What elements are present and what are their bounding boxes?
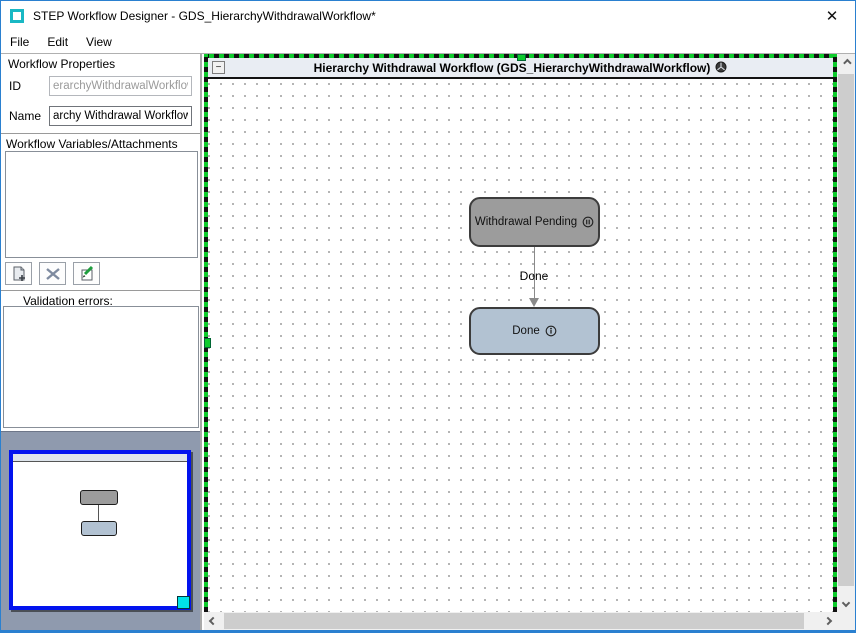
selection-border-right [833, 54, 837, 612]
title-bar: STEP Workflow Designer - GDS_HierarchyWi… [1, 1, 855, 31]
overview-minimap[interactable] [1, 431, 200, 630]
scrollbar-corner [837, 612, 855, 630]
delete-variable-button[interactable] [39, 262, 66, 285]
main-area: Workflow Properties ID Name Workflow Var… [1, 53, 855, 630]
variables-toolbar [5, 262, 100, 285]
id-label: ID [9, 79, 21, 93]
scroll-up-button[interactable] [837, 54, 855, 72]
state-node-done[interactable]: Done [469, 307, 600, 355]
menu-edit[interactable]: Edit [47, 35, 69, 49]
delete-x-icon [45, 267, 60, 280]
id-field[interactable] [49, 76, 192, 96]
chevron-down-icon [841, 598, 851, 608]
state-node-label: Withdrawal Pending [474, 216, 578, 228]
properties-sidebar: Workflow Properties ID Name Workflow Var… [1, 54, 202, 630]
transition-edge[interactable] [534, 247, 535, 300]
variables-header: Workflow Variables/Attachments [6, 137, 178, 151]
variables-list[interactable] [5, 151, 198, 258]
state-node-label: Done [512, 325, 540, 337]
vertical-scrollbar[interactable] [837, 54, 855, 612]
section-divider [1, 290, 200, 291]
horizontal-scrollbar[interactable] [204, 612, 837, 630]
transition-label[interactable]: Done [519, 269, 549, 283]
chevron-up-icon [843, 58, 852, 68]
workflow-state-machine-icon [715, 61, 727, 72]
minimap-viewport[interactable] [9, 450, 191, 610]
add-variable-button[interactable] [5, 262, 32, 285]
app-logo-icon [10, 9, 24, 23]
menu-file[interactable]: File [10, 35, 30, 49]
name-label: Name [9, 109, 42, 123]
menu-bar: File Edit View [1, 31, 855, 53]
state-node-withdrawal-pending[interactable]: Withdrawal Pending [469, 197, 600, 247]
selection-handle-top[interactable] [517, 54, 526, 61]
edit-variable-button[interactable] [73, 262, 100, 285]
minimap-node-done [81, 521, 117, 536]
minimap-node-withdrawal-pending [80, 490, 118, 505]
scroll-down-button[interactable] [837, 594, 855, 612]
chevron-right-icon [823, 616, 833, 626]
minimap-canvas-header [13, 454, 187, 462]
transition-arrowhead [529, 298, 539, 307]
scroll-left-button[interactable] [204, 612, 222, 630]
section-divider [1, 133, 200, 134]
pause-circle-icon [582, 216, 594, 228]
minimap-resize-handle[interactable] [177, 596, 190, 609]
selection-border-left [204, 54, 208, 612]
collapse-button[interactable]: − [212, 61, 225, 74]
collapse-minus-icon: − [215, 62, 222, 73]
info-circle-icon [545, 325, 557, 337]
workflow-canvas[interactable]: − Hierarchy Withdrawal Workflow (GDS_Hie… [204, 54, 837, 612]
close-button[interactable]: ✕ [809, 1, 855, 31]
workflow-frame-title: Hierarchy Withdrawal Workflow (GDS_Hiera… [314, 61, 728, 75]
workflow-properties-header: Workflow Properties [8, 57, 116, 71]
scroll-right-button[interactable] [819, 612, 837, 630]
close-icon: ✕ [825, 8, 839, 25]
menu-view[interactable]: View [86, 35, 112, 49]
edit-pencil-icon [81, 265, 93, 280]
vertical-scroll-thumb[interactable] [838, 74, 854, 586]
minimap-transition-edge [98, 505, 99, 521]
new-document-plus-icon [13, 266, 25, 281]
validation-errors-list[interactable] [3, 306, 199, 428]
chevron-left-icon [208, 616, 218, 626]
workflow-frame-header[interactable]: − Hierarchy Withdrawal Workflow (GDS_Hie… [208, 58, 833, 79]
window-title: STEP Workflow Designer - GDS_HierarchyWi… [33, 9, 376, 23]
name-field[interactable] [49, 106, 192, 126]
validation-errors-header: Validation errors: [23, 294, 113, 308]
selection-handle-left[interactable] [204, 338, 211, 348]
horizontal-scroll-thumb[interactable] [224, 613, 804, 629]
